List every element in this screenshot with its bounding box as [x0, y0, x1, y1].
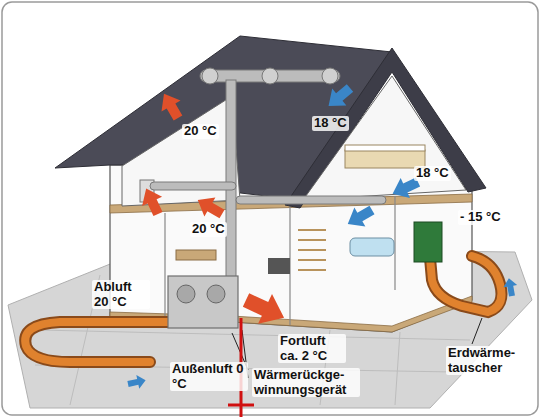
duct-valve: [262, 68, 278, 84]
warm-air-arrow: [192, 190, 227, 223]
heat-recovery-unit: [168, 276, 238, 328]
bathtub: [350, 238, 394, 256]
attic-room: [122, 96, 240, 206]
temperature-label: 18 °C: [414, 166, 451, 181]
temperature-label: 20 °C: [190, 222, 227, 237]
air-label: Fortluft ca. 2 °C: [278, 334, 346, 363]
duct-valve: [202, 68, 218, 84]
air-label: Außenluft 0 °C: [170, 362, 248, 391]
earth-pipe-outline: [25, 322, 172, 362]
air-flow-arrows: [127, 80, 519, 391]
bed-headboard: [345, 145, 425, 151]
air-duct: [150, 182, 236, 190]
bed: [345, 150, 425, 168]
exhaust-air-arrow: [239, 285, 291, 333]
kitchen-counter: [176, 250, 216, 260]
temperature-label: 20 °C: [182, 124, 219, 139]
gable-room: [303, 76, 466, 200]
air-label: Abluft 20 °C: [92, 280, 150, 309]
outside-air-arrow: [127, 373, 148, 390]
earth-pipe: [430, 256, 502, 312]
temperature-label: 18 °C: [312, 116, 349, 131]
duct-valve: [322, 68, 338, 84]
device-label: Erdwärme- tauscher: [446, 346, 530, 375]
stairs: [298, 230, 326, 270]
warm-air-arrow: [154, 88, 187, 123]
temperature-label: - 15 °C: [458, 210, 503, 225]
air-duct: [226, 80, 236, 280]
outside-air-arrow: [502, 277, 519, 297]
cool-air-arrow: [321, 80, 357, 115]
ground-heat-exchanger-box: [414, 222, 442, 262]
air-duct: [236, 196, 386, 204]
earth-pipe: [25, 322, 172, 362]
device-label: Wärmerückge- winnungsgerät: [252, 368, 360, 397]
unit-port: [177, 285, 195, 303]
earth-pipe-outline: [430, 256, 502, 312]
tv: [268, 258, 290, 274]
cool-air-arrow: [342, 200, 377, 233]
warm-air-arrow: [136, 184, 168, 219]
unit-port: [207, 285, 225, 303]
